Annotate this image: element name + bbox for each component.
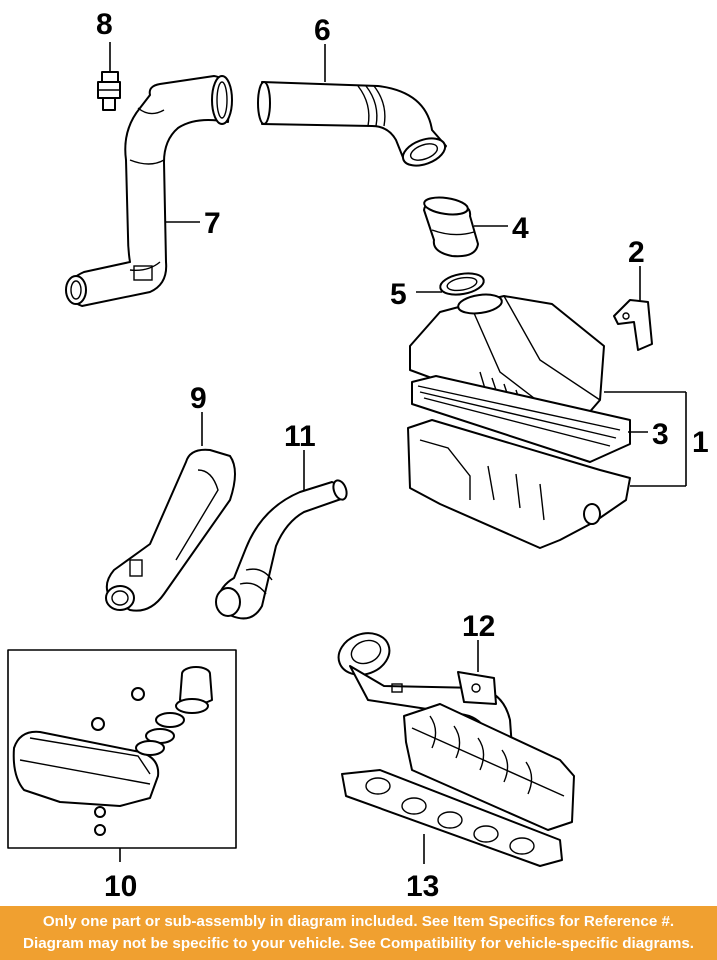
callout-12: 12	[462, 610, 495, 643]
part-9-hose	[105, 412, 236, 612]
part-4-connector	[423, 196, 508, 258]
callout-13: 13	[406, 870, 439, 903]
callout-9: 9	[190, 382, 207, 415]
callout-1: 1	[692, 426, 709, 459]
disclaimer-line-2: Diagram may not be specific to your vehi…	[23, 935, 694, 952]
part-1-air-cleaner-assembly	[407, 293, 687, 549]
parts-diagram: 8 7 6 4 5	[7, 8, 709, 903]
part-12-intake-manifold	[337, 632, 575, 831]
part-5-gasket	[416, 272, 485, 296]
callout-5: 5	[390, 278, 407, 311]
part-2-bracket	[613, 266, 653, 351]
callout-3: 3	[652, 418, 669, 451]
disclaimer-line-1: Only one part or sub-assembly in diagram…	[42, 913, 675, 930]
part-11-hose	[215, 450, 348, 620]
callout-6: 6	[314, 14, 331, 47]
callout-8: 8	[96, 8, 113, 41]
callout-7: 7	[204, 207, 221, 240]
part-10-inlet-assembly	[7, 649, 237, 862]
callout-2: 2	[628, 236, 645, 269]
callout-4: 4	[512, 212, 529, 245]
callout-11: 11	[284, 420, 316, 453]
disclaimer-banner: Only one part or sub-assembly in diagram…	[0, 906, 717, 960]
part-8-sensor	[97, 42, 121, 111]
part-13-manifold-gasket	[341, 769, 563, 867]
part-7-intake-hose	[65, 75, 233, 307]
callout-10: 10	[104, 870, 137, 903]
part-6-duct	[257, 44, 447, 167]
